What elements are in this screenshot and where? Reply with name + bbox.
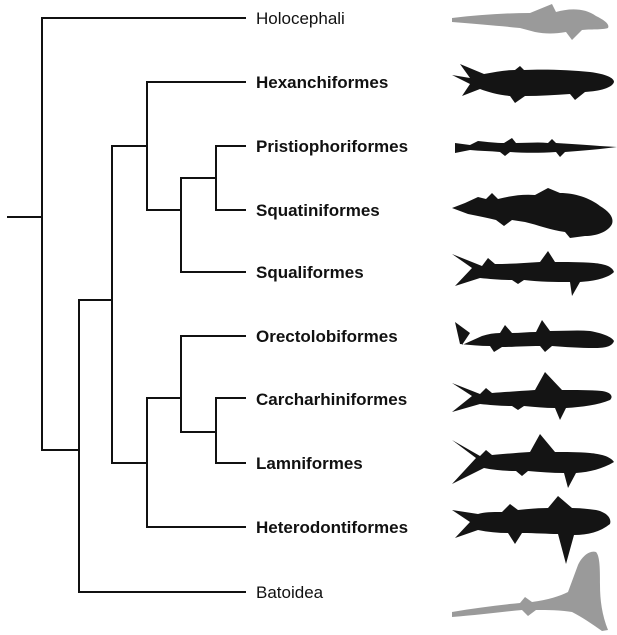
tree-branches [8,18,245,592]
label-carcharhiniformes: Carcharhiniformes [256,390,407,409]
chimaera-silhouette [452,4,608,40]
cow-shark-silhouette [452,64,614,103]
label-squatiniformes: Squatiniformes [256,201,380,220]
label-orectolobiformes: Orectolobiformes [256,327,398,346]
carpet-shark-silhouette [455,320,614,352]
mackerel-shark-silhouette [452,434,614,488]
taxon-labels: Holocephali Hexanchiformes Pristiophorif… [256,9,408,602]
saw-shark-silhouette [455,138,617,157]
label-pristiophoriformes: Pristiophoriformes [256,137,408,156]
ground-shark-silhouette [452,372,612,420]
label-lamniformes: Lamniformes [256,454,363,473]
angel-shark-silhouette [452,188,613,238]
dogfish-silhouette [452,251,614,296]
label-hexanchiformes: Hexanchiformes [256,73,388,92]
label-squaliformes: Squaliformes [256,263,364,282]
bullhead-shark-silhouette [452,496,610,564]
label-heterodontiformes: Heterodontiformes [256,518,408,537]
label-batoidea: Batoidea [256,583,324,602]
silhouettes [452,4,617,631]
ray-silhouette [452,552,608,631]
label-holocephali: Holocephali [256,9,345,28]
